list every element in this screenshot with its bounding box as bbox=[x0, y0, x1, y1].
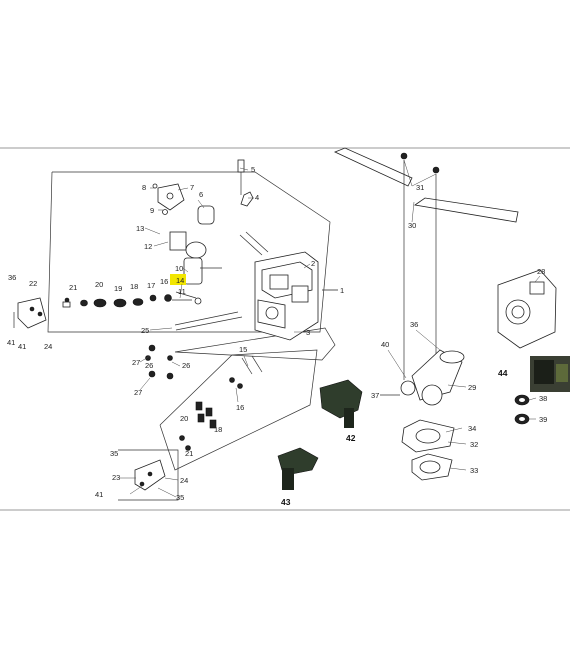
callout-36-right: 36 bbox=[410, 320, 418, 329]
callout-24-bottom: 24 bbox=[180, 476, 188, 485]
callout-14-highlight bbox=[170, 274, 186, 285]
callout-4: 4 bbox=[255, 193, 259, 202]
callout-1: 1 bbox=[340, 286, 344, 295]
callout-8: 8 bbox=[142, 183, 146, 192]
throttle-body bbox=[497, 269, 557, 349]
callout-5: 5 bbox=[251, 165, 255, 174]
callout-18-bottom: 18 bbox=[214, 425, 222, 434]
carburetor-body bbox=[237, 159, 319, 341]
callout-13: 13 bbox=[136, 224, 144, 233]
callout-26-right: 26 bbox=[182, 361, 190, 370]
callout-21-top: 21 bbox=[69, 283, 77, 292]
callout-11: 11 bbox=[178, 287, 186, 296]
callout-40: 40 bbox=[381, 340, 389, 349]
callout-10: 10 bbox=[175, 264, 183, 273]
callout-26-left: 26 bbox=[145, 361, 153, 370]
callout-41-bottom: 41 bbox=[95, 490, 103, 499]
callout-12: 12 bbox=[144, 242, 152, 251]
sensor-42 bbox=[319, 379, 363, 428]
lower-bracket-assembly bbox=[134, 459, 166, 491]
callout-43: 43 bbox=[281, 497, 291, 507]
callout-23: 23 bbox=[112, 473, 120, 482]
callout-35-top: 35 bbox=[110, 449, 118, 458]
callout-21-bottom: 21 bbox=[185, 449, 193, 458]
support-bars bbox=[333, 147, 519, 380]
gaskets-and-orings bbox=[401, 394, 530, 481]
callout-28: 28 bbox=[537, 267, 545, 276]
sensor-44-photo bbox=[530, 356, 570, 392]
jets-and-needles-row bbox=[62, 294, 192, 308]
callout-27-bottom: 27 bbox=[134, 388, 142, 397]
leader-lines bbox=[120, 159, 541, 498]
callout-24-left: 24 bbox=[44, 342, 52, 351]
callout-16-top: 16 bbox=[160, 277, 168, 286]
callout-33: 33 bbox=[470, 466, 478, 475]
fasteners-lower-middle bbox=[179, 355, 263, 451]
callout-2: 2 bbox=[311, 259, 315, 268]
callout-31: 31 bbox=[416, 183, 424, 192]
callout-34: 34 bbox=[468, 424, 476, 433]
callout-25: 25 bbox=[141, 326, 149, 335]
callout-42: 42 bbox=[346, 433, 356, 443]
callout-9: 9 bbox=[150, 206, 154, 215]
callout-35-bottom: 35 bbox=[176, 493, 184, 502]
callout-6: 6 bbox=[199, 190, 203, 199]
callout-41-left-a: 41 bbox=[7, 338, 15, 347]
callout-36-left: 36 bbox=[8, 273, 16, 282]
callout-labels: 5 4 7 8 9 6 13 12 10 14 11 2 1 3 21 20 1… bbox=[7, 165, 547, 507]
screws-lower-left bbox=[145, 311, 243, 380]
callout-20-bottom: 20 bbox=[180, 414, 188, 423]
callout-37: 37 bbox=[371, 391, 379, 400]
callout-18-top: 18 bbox=[130, 282, 138, 291]
callout-32: 32 bbox=[470, 440, 478, 449]
sensor-43 bbox=[277, 447, 319, 490]
carburetor-small-parts bbox=[152, 183, 222, 305]
callout-38: 38 bbox=[539, 394, 547, 403]
callout-14: 14 bbox=[176, 276, 184, 285]
callout-3: 3 bbox=[306, 328, 310, 337]
callout-27-top: 27 bbox=[132, 358, 140, 367]
callout-15: 15 bbox=[239, 345, 247, 354]
callout-22: 22 bbox=[29, 279, 37, 288]
callout-20-top: 20 bbox=[95, 280, 103, 289]
callout-30: 30 bbox=[408, 221, 416, 230]
left-bracket-assembly bbox=[13, 297, 47, 329]
callout-39: 39 bbox=[539, 415, 547, 424]
frame-lines bbox=[0, 147, 570, 511]
callout-41-left-b: 41 bbox=[18, 342, 26, 351]
callout-19: 19 bbox=[114, 284, 122, 293]
callout-17: 17 bbox=[147, 281, 155, 290]
intake-manifold bbox=[380, 349, 465, 406]
callout-29: 29 bbox=[468, 383, 476, 392]
callout-7: 7 bbox=[190, 183, 194, 192]
callout-44: 44 bbox=[498, 368, 508, 378]
callout-16-bottom: 16 bbox=[236, 403, 244, 412]
